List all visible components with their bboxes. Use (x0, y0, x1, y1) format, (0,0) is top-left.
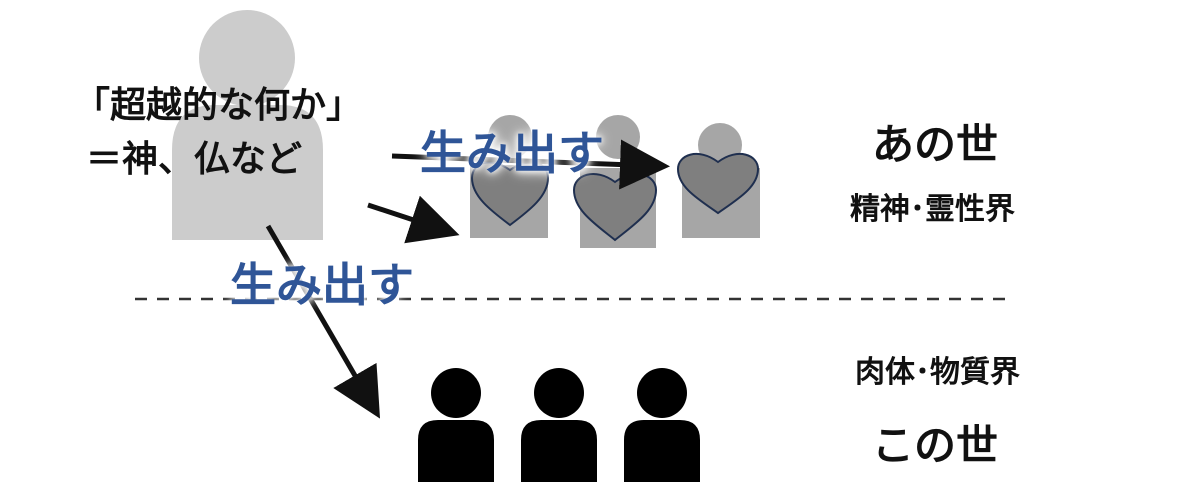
heart-icon (470, 161, 550, 227)
transcendent-label-line1: 「超越的な何か」 (74, 85, 363, 126)
spirit-figure-2 (572, 115, 658, 248)
arrow-label-upper: 生み出す (420, 126, 604, 180)
heart-icon (572, 172, 658, 242)
spiritual-realm-subtitle: 精神･霊性界 (850, 192, 1015, 227)
spirit-figure-1 (470, 115, 550, 238)
arrow-label-lower: 生み出す (230, 258, 414, 312)
transcendent-label-line2: ＝神、仏など (86, 139, 303, 180)
human-figure-2 (521, 368, 597, 482)
arrow-to-spirit-upper (391, 139, 670, 190)
heart-icon (676, 152, 760, 215)
physical-realm-subtitle: 肉体･物質界 (855, 355, 1020, 390)
spiritual-realm-title: あの世 (872, 120, 999, 169)
spirit-figure-3 (676, 123, 760, 238)
human-figure-1 (418, 368, 494, 482)
physical-realm-title: この世 (872, 421, 999, 470)
arrow-to-humans (265, 224, 381, 419)
transcendent-figure (172, 10, 323, 240)
arrow-to-spirit-lower (367, 195, 460, 244)
human-figure-3 (624, 368, 700, 482)
